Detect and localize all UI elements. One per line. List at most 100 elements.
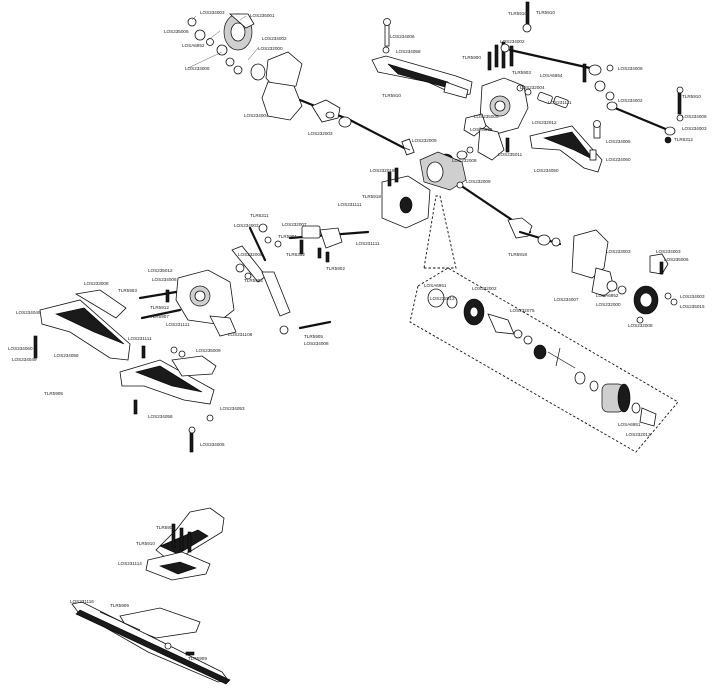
- callout-label: LOS235006: [474, 114, 499, 119]
- callout-label: LOS234006: [390, 34, 415, 39]
- callout-label: LOS235001: [250, 13, 275, 18]
- callout-label: LOS234049: [16, 310, 41, 315]
- callout-label: LOS232007: [282, 222, 307, 227]
- callout-label: LOS234005: [200, 442, 225, 447]
- callout-label: LOS235012: [148, 268, 173, 273]
- callout-label: LOS231116: [70, 599, 94, 604]
- callout-label: LOS232008: [628, 323, 653, 328]
- callout-label: LOSA6952: [182, 43, 205, 48]
- callout-label: LOS233008: [84, 281, 109, 286]
- callout-label: TLR5902: [156, 525, 175, 530]
- callout-label: LOS234008: [618, 66, 643, 71]
- front-lower-arm: [529, 120, 603, 173]
- callout-label: LOS232004: [520, 85, 545, 90]
- callout-label: LOS234002: [618, 98, 643, 103]
- front-bulkhead-assembly: [463, 1, 569, 161]
- callout-label: LOS234008: [682, 114, 707, 119]
- callout-label: TLR5909: [110, 603, 129, 608]
- rear-left-bulkhead: [138, 269, 332, 337]
- callout-label: LOS231111: [338, 202, 362, 207]
- callout-label: LOS234002: [262, 36, 287, 41]
- callout-label: LOS232009: [412, 138, 437, 143]
- rear-arm-assembly: [33, 289, 217, 453]
- differential-inset: [409, 195, 679, 453]
- callout-label: LOS232075: [510, 308, 535, 313]
- callout-label: LOS234058: [148, 414, 173, 419]
- callout-label: LOSA6951: [618, 422, 641, 427]
- callout-label: LOS232019: [370, 168, 395, 173]
- callout-label: LOS233006: [185, 66, 210, 71]
- callout-label: LOS234060: [8, 346, 33, 351]
- callout-label: LOS231111: [548, 100, 572, 105]
- callout-label: TLR5902: [244, 278, 263, 283]
- callout-label: TLR5903: [118, 288, 137, 293]
- callout-label: LOS232000: [258, 46, 283, 51]
- front-left-spindle-assembly: [187, 13, 415, 156]
- callout-label: LOS234006: [152, 277, 177, 282]
- callout-label: TLR6312: [286, 252, 305, 257]
- callout-label: LOS231108: [228, 332, 253, 337]
- callout-label: LOS232012: [532, 120, 557, 125]
- callout-label: LOS234050: [534, 168, 559, 173]
- callout-label: LOS235009: [196, 348, 221, 353]
- callout-label: TLR5909: [188, 656, 207, 661]
- callout-label: LOS234008: [304, 341, 329, 346]
- callout-label: LOS233003: [606, 249, 631, 254]
- callout-label: TLR5918: [508, 252, 527, 257]
- callout-label: TLR5902: [326, 266, 345, 271]
- callout-label: TLR5905: [44, 391, 63, 396]
- callout-label: LOS234003: [234, 223, 259, 228]
- callout-label: TLR5907: [150, 314, 169, 319]
- callout-label: TLR5910: [536, 10, 555, 15]
- callout-label: LOS234003: [680, 294, 705, 299]
- center-linkage: [231, 223, 370, 335]
- center-transmission: [381, 146, 533, 239]
- callout-label: LOS232013: [430, 296, 455, 301]
- callout-label: LOS231111: [128, 336, 152, 341]
- callout-label: TLR5912: [150, 305, 169, 310]
- callout-label: LOS232008: [452, 158, 477, 163]
- callout-label: LOS232009: [466, 179, 491, 184]
- callout-label: LOS231111: [356, 241, 380, 246]
- callout-labels: LOS234003 LOS235001 LOS235006 LOS234002 …: [8, 10, 707, 661]
- callout-label: LOS234003: [200, 10, 225, 15]
- callout-label: LOS231114: [118, 561, 142, 566]
- callout-label: LOS232000: [596, 302, 621, 307]
- callout-label: LOS232013: [626, 432, 651, 437]
- callout-label: LOSA6951: [424, 283, 447, 288]
- callout-label: LOS231111: [166, 322, 190, 327]
- callout-label: TLR5918: [362, 194, 381, 199]
- callout-label: TLR5901: [278, 234, 297, 239]
- callout-label: LOS234058: [396, 49, 421, 54]
- callout-label: LOSA6954: [540, 73, 563, 78]
- callout-label: LOS235011: [498, 152, 523, 157]
- callout-label: LOS234060: [606, 157, 631, 162]
- callout-label: LOS234049: [12, 357, 37, 362]
- callout-label: TLR5910: [682, 94, 701, 99]
- callout-label: LOS232003: [308, 131, 333, 136]
- callout-label: LOS234003: [656, 249, 681, 254]
- callout-label: LOSA6952: [596, 293, 619, 298]
- callout-label: LOS234053: [220, 406, 245, 411]
- callout-label: TLR5910: [508, 11, 527, 16]
- callout-label: LOS234058: [54, 353, 79, 358]
- rear-right-hub-assembly: [518, 229, 678, 324]
- callout-label: LOS234005: [606, 139, 631, 144]
- callout-label: LOS232002: [472, 286, 497, 291]
- callout-label: LOS234002: [500, 39, 525, 44]
- callout-label: LOS235006: [164, 29, 189, 34]
- callout-label: TLR5910: [382, 93, 401, 98]
- front-right-linkage: [500, 43, 684, 144]
- callout-label: LOS235015: [680, 304, 705, 309]
- front-bumper-assembly: [71, 507, 231, 685]
- callout-label: TLR5905: [304, 334, 323, 339]
- callout-label: TLR5900: [462, 55, 481, 60]
- front-upper-arm: [371, 18, 473, 99]
- callout-label: LOS234003: [682, 126, 707, 131]
- callout-label: LOSA6952: [470, 127, 493, 132]
- callout-label: TLR6311: [250, 213, 269, 218]
- callout-label: LOS232008: [238, 252, 263, 257]
- callout-label: LOS234004: [244, 113, 269, 118]
- callout-label: TLR6312: [674, 137, 693, 142]
